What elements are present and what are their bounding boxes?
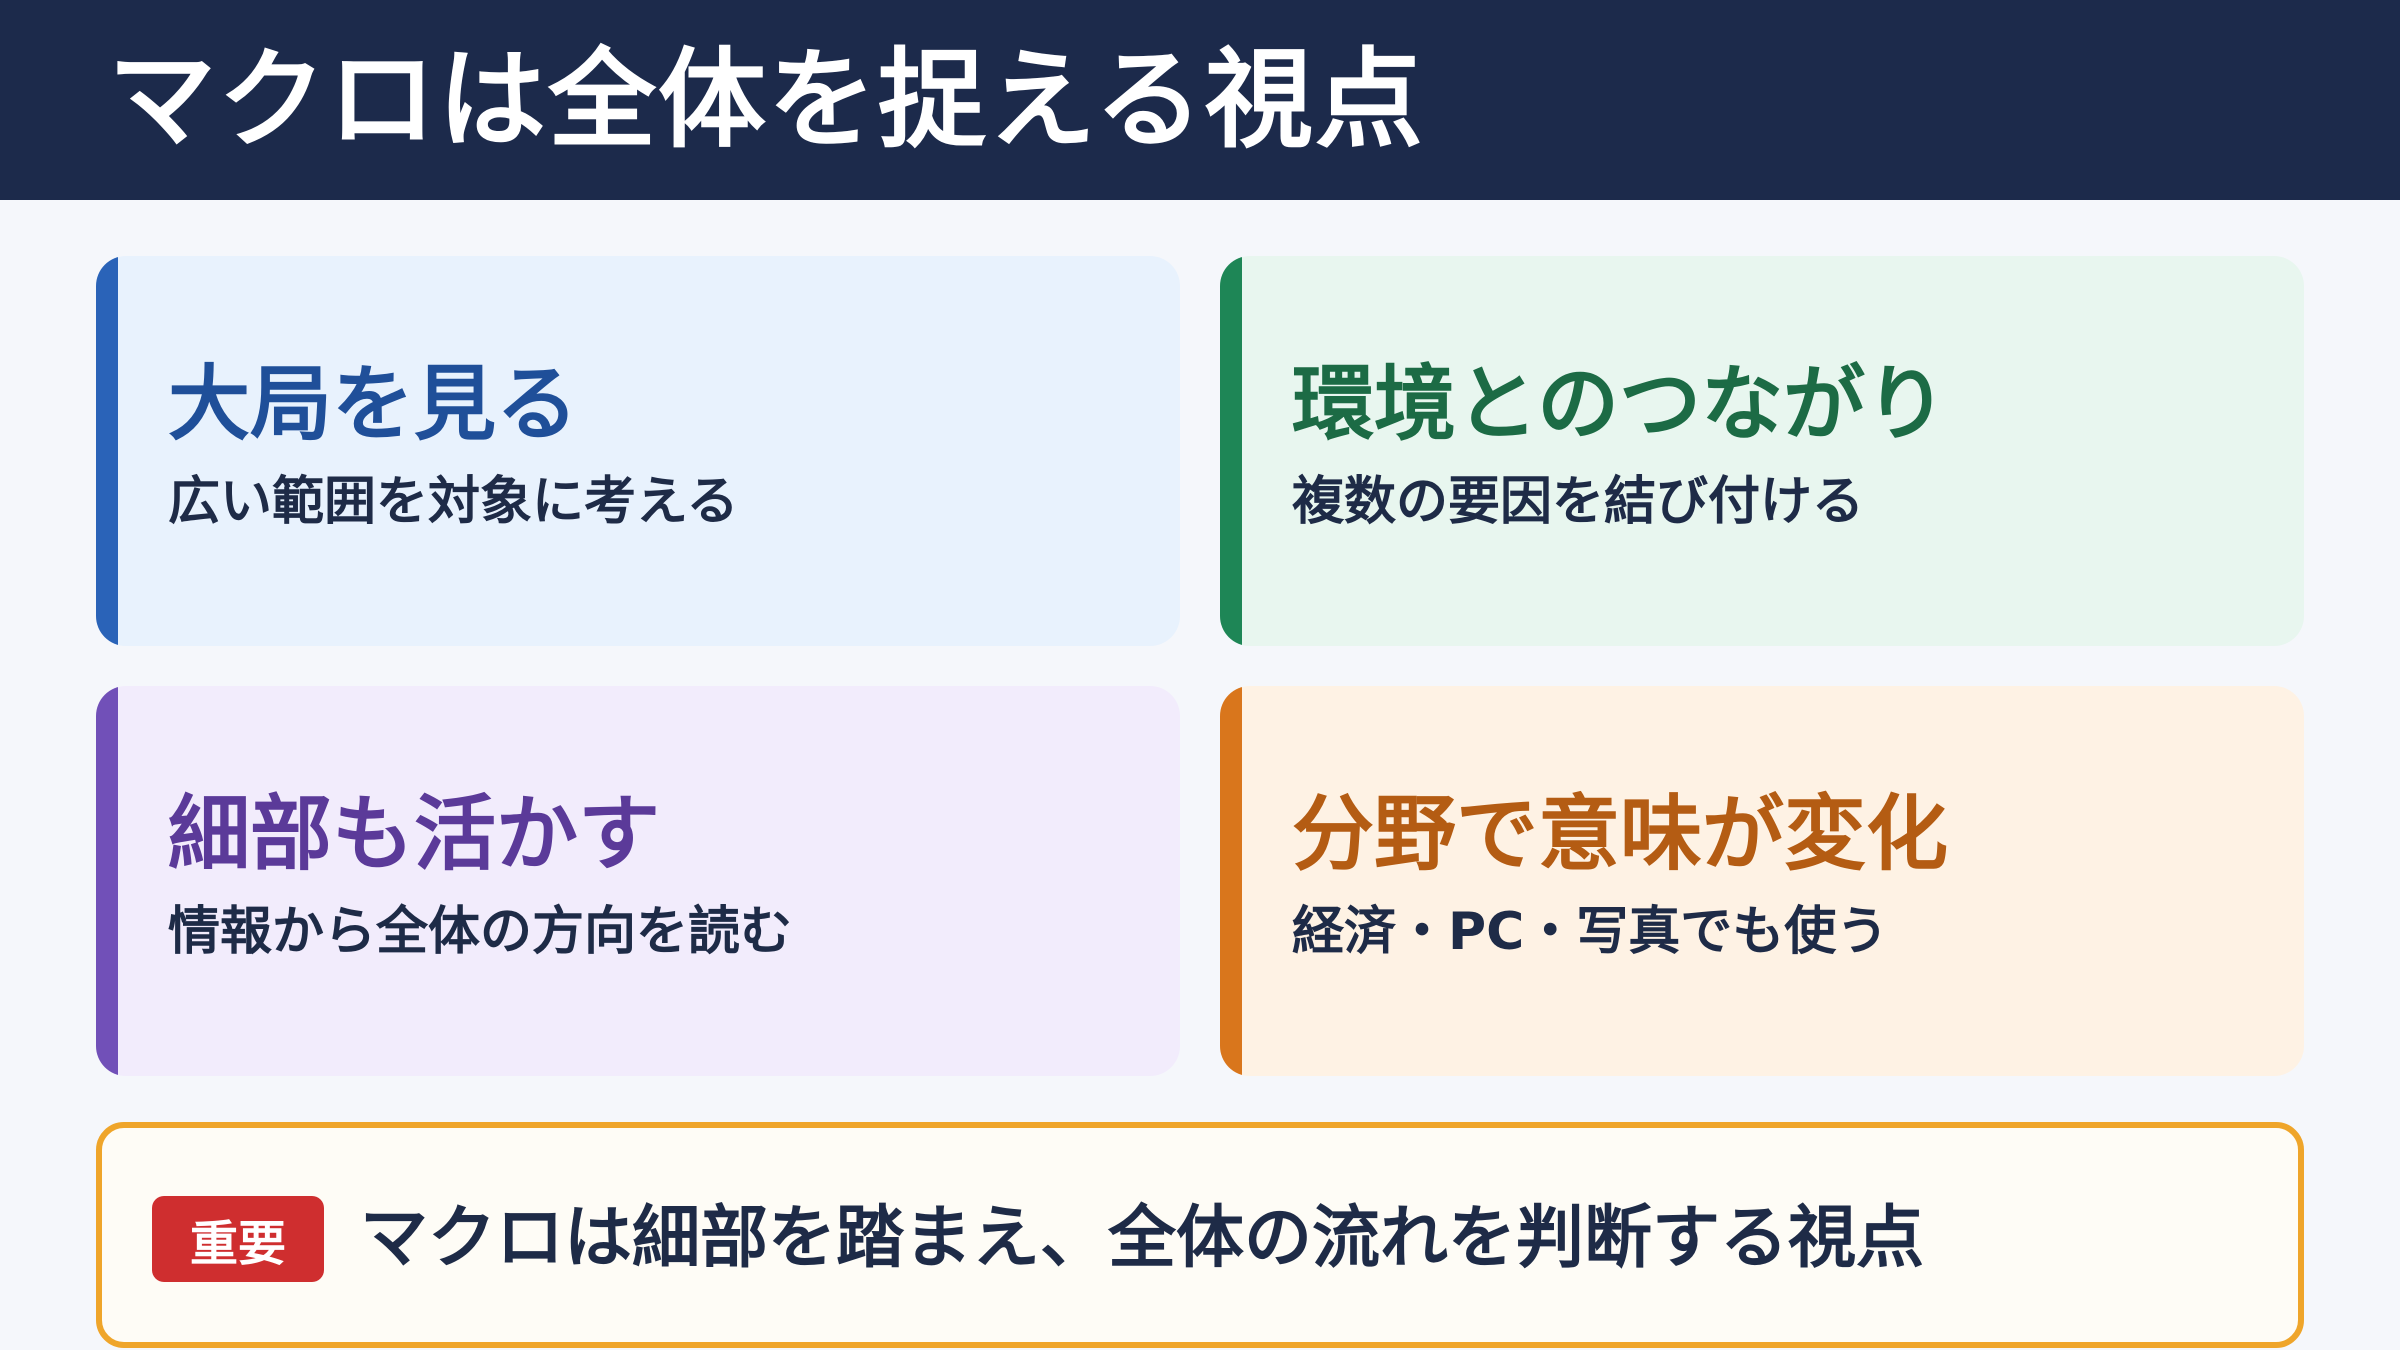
card-connections: 環境とのつながり 複数の要因を結び付ける (1220, 256, 2304, 646)
important-note: 重要 マクロは細部を踏まえ、全体の流れを判断する視点 (96, 1122, 2304, 1348)
card-subtext: 複数の要因を結び付ける (1292, 472, 1865, 532)
page-title: マクロは全体を捉える視点 (108, 38, 1425, 163)
card-heading: 大局を見る (168, 357, 579, 452)
card-accent-bar (96, 686, 118, 1076)
card-subtext: 経済・PC・写真でも使う (1292, 902, 1889, 962)
important-note-text: マクロは細部を踏まえ、全体の流れを判断する視点 (360, 1199, 1925, 1278)
card-details: 細部も活かす 情報から全体の方向を読む (96, 686, 1180, 1076)
card-heading: 環境とのつながり (1292, 357, 1948, 452)
card-accent-bar (1220, 686, 1242, 1076)
title-bar: マクロは全体を捉える視点 (0, 0, 2400, 200)
card-field-meaning: 分野で意味が変化 経済・PC・写真でも使う (1220, 686, 2304, 1076)
card-heading: 細部も活かす (168, 787, 661, 882)
card-heading: 分野で意味が変化 (1292, 787, 1949, 882)
important-badge: 重要 (152, 1196, 324, 1282)
card-big-picture: 大局を見る 広い範囲を対象に考える (96, 256, 1180, 646)
card-subtext: 情報から全体の方向を読む (168, 902, 793, 962)
card-subtext: 広い範囲を対象に考える (168, 472, 739, 532)
card-accent-bar (96, 256, 118, 646)
card-accent-bar (1220, 256, 1242, 646)
